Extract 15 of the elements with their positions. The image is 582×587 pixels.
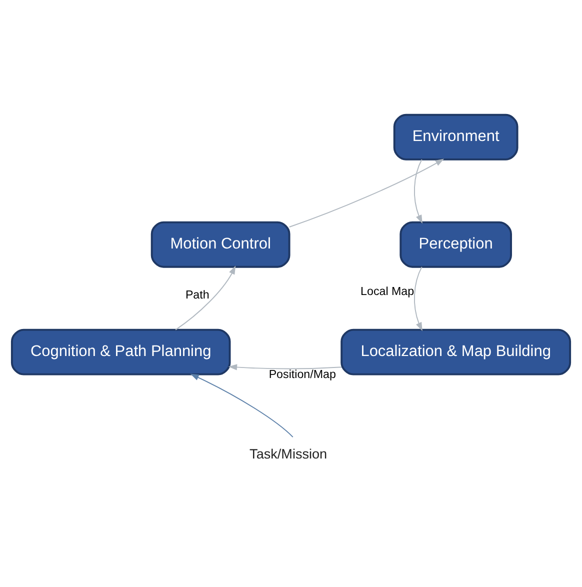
edge-label: Position/Map (268, 368, 336, 382)
node-box: Localization & Map Building (340, 328, 572, 376)
node-box: Cognition & Path Planning (10, 328, 231, 376)
arrow (414, 266, 422, 332)
node-text: Task/Mission (250, 446, 328, 462)
arrow (190, 374, 294, 438)
arrow (228, 364, 342, 370)
arrow (414, 158, 422, 224)
arrow (288, 158, 444, 228)
edge-label: Path (185, 288, 210, 302)
node-box: Environment (393, 114, 518, 160)
node-box: Motion Control (150, 221, 290, 268)
arrow (175, 266, 236, 330)
edge-label: Local Map (360, 285, 414, 298)
node-box: Perception (400, 221, 512, 268)
